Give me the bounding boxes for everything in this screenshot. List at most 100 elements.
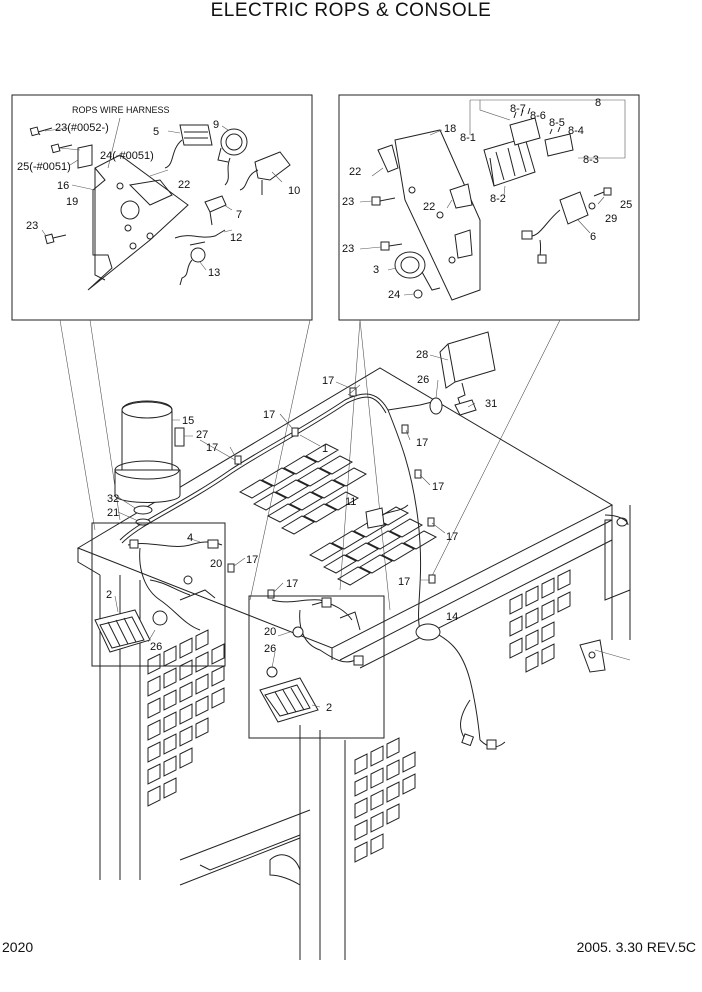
label-32: 32 — [107, 493, 119, 505]
bracket-16 — [77, 144, 93, 169]
label-1: 1 — [322, 443, 328, 455]
label-10: 10 — [288, 185, 300, 197]
label-6: 6 — [590, 231, 596, 243]
label-12: 12 — [230, 232, 242, 244]
label-8-1: 8-1 — [460, 132, 476, 144]
main-harness-1 — [119, 393, 422, 631]
label-2b: 2 — [326, 702, 332, 714]
label-20a: 20 — [210, 558, 222, 570]
label-9: 9 — [213, 119, 219, 131]
side-mesh-right — [354, 569, 571, 863]
label-7: 7 — [236, 209, 242, 221]
label-22: 22 — [178, 179, 190, 191]
label-5: 5 — [153, 126, 159, 138]
relay-10 — [254, 151, 291, 181]
main-assembly — [76, 331, 631, 960]
label-17d: 17 — [416, 437, 428, 449]
clip-22b — [449, 183, 473, 209]
right-inset — [338, 94, 640, 321]
work-light-28 — [447, 331, 496, 383]
rops-plate — [87, 154, 189, 291]
horn-3 — [394, 251, 426, 279]
harness-clips-17 — [227, 387, 436, 599]
left-inset-labels: ROPS WIRE HARNESS 23(#0052-) 5 9 24(-#00… — [17, 105, 300, 279]
side-mesh-left — [147, 629, 225, 807]
label-26a: 26 — [417, 374, 429, 386]
label-27: 27 — [196, 429, 208, 441]
washer-24 — [413, 289, 423, 299]
label-26b: 26 — [150, 641, 162, 653]
label-25: 25(-#0051) — [17, 161, 71, 173]
label-23b: 23 — [26, 220, 38, 232]
label-8-7: 8-7 — [510, 103, 526, 115]
page-title: ELECTRIC ROPS & CONSOLE — [210, 0, 492, 21]
label-21: 21 — [107, 507, 119, 519]
relay-8-4 — [544, 133, 574, 157]
label-11: 11 — [345, 496, 356, 508]
switch-7 — [204, 195, 227, 213]
bracket-31 — [454, 399, 477, 416]
clip-22a — [377, 144, 399, 173]
page-number: 2020 — [2, 939, 34, 955]
connector-5 — [179, 124, 213, 146]
label-17g: 17 — [246, 554, 258, 566]
horn-13 — [190, 247, 206, 263]
label-19: 19 — [66, 196, 78, 208]
label-8-3: 8-3 — [583, 154, 599, 166]
switch-11 — [365, 507, 385, 529]
caption-rops-wire-harness: ROPS WIRE HARNESS — [72, 105, 170, 115]
label-17e: 17 — [432, 481, 444, 493]
label-18: 18 — [444, 123, 456, 135]
left-inset — [11, 94, 313, 321]
label-4: 4 — [187, 532, 193, 544]
label-16: 16 — [57, 180, 69, 192]
flasher-6 — [559, 191, 589, 225]
label-13: 13 — [208, 267, 220, 279]
grommet-26-top — [429, 397, 443, 415]
label-25: 25 — [620, 199, 632, 211]
fuse-box-8-2 — [483, 137, 536, 187]
side-bracket — [579, 639, 606, 673]
label-28: 28 — [416, 349, 428, 361]
label-15: 15 — [182, 415, 194, 427]
right-inset-labels: 8 8-7 8-6 8-5 8-4 8-1 8-3 18 22 22 8-2 2… — [342, 97, 632, 301]
label-24: 24 — [388, 289, 400, 301]
label-23b: 23 — [342, 243, 354, 255]
label-24: 24(-#0051) — [100, 150, 154, 162]
label-17i: 17 — [398, 576, 410, 588]
detail-box-left — [91, 522, 226, 667]
label-17f: 17 — [446, 531, 458, 543]
main-labels: 28 26 31 17 17 15 27 17 1 17 17 11 32 21… — [106, 349, 497, 714]
left-inset-frame — [11, 94, 313, 321]
right-inset-frame — [338, 94, 640, 321]
label-29: 29 — [605, 213, 617, 225]
label-26c: 26 — [264, 643, 276, 655]
harness-14 — [429, 629, 506, 748]
label-31: 31 — [485, 398, 497, 410]
label-17h: 17 — [286, 578, 298, 590]
label-14: 14 — [446, 611, 458, 623]
label-3: 3 — [373, 264, 379, 276]
projection-lines — [59, 319, 561, 611]
label-23a: 23 — [342, 196, 354, 208]
label-22b: 22 — [423, 201, 435, 213]
label-23a: 23(#0052-) — [55, 122, 109, 134]
roof-vent-slots — [238, 443, 438, 586]
label-8-5: 8-5 — [549, 117, 565, 129]
label-8: 8 — [595, 97, 601, 109]
grommet-14 — [415, 623, 441, 641]
revision-stamp: 2005. 3.30 REV.5C — [576, 939, 696, 955]
label-8-2: 8-2 — [490, 193, 506, 205]
label-2a: 2 — [106, 589, 112, 601]
detail-box-right — [248, 595, 385, 739]
label-8-4: 8-4 — [568, 125, 584, 137]
gauge-9 — [220, 128, 248, 156]
relay-8-6 — [509, 117, 541, 146]
label-22a: 22 — [349, 166, 361, 178]
label-8-6: 8-6 — [530, 110, 546, 122]
label-17a: 17 — [322, 375, 334, 387]
label-17c: 17 — [206, 442, 218, 454]
label-20b: 20 — [264, 626, 276, 638]
label-17b: 17 — [263, 409, 275, 421]
